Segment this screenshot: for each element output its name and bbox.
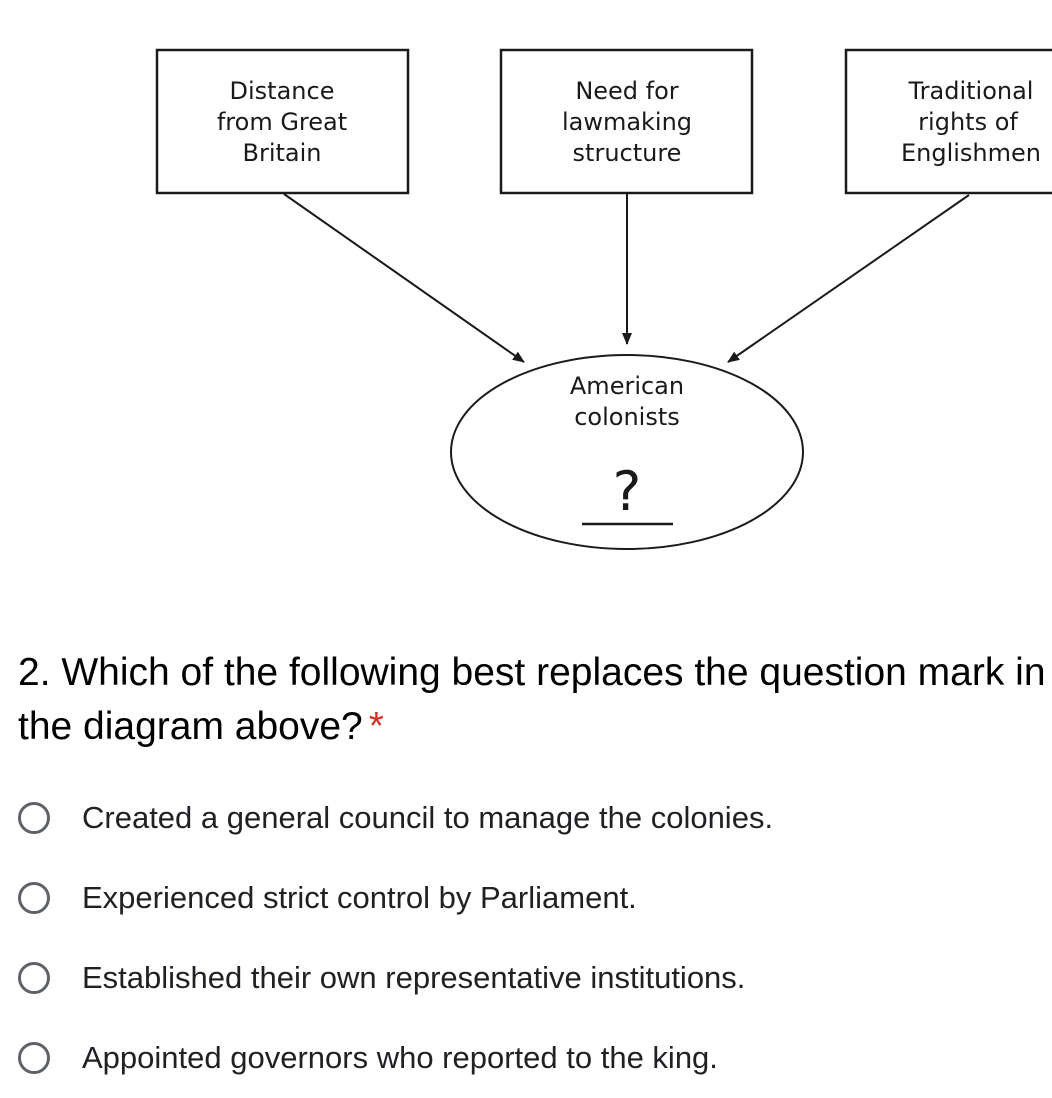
- question-text: 2. Which of the following best replaces …: [18, 651, 1046, 748]
- radio-button[interactable]: [18, 802, 50, 834]
- arrow-right-to-ellipse: [727, 194, 970, 363]
- box-text-line: Britain: [243, 139, 322, 167]
- ellipse-text-line: American: [570, 372, 684, 400]
- arrow-left-to-ellipse: [283, 193, 525, 363]
- cause-box-lawmaking: Need for lawmaking structure: [499, 48, 754, 195]
- box-text-line: Need for: [575, 77, 678, 105]
- required-asterisk: *: [368, 705, 384, 748]
- box-text-line: rights of: [918, 108, 1018, 136]
- question-mark-blank: ?: [613, 460, 642, 523]
- option-label: Appointed governors who reported to the …: [82, 1040, 718, 1075]
- ellipse-text-line: colonists: [574, 403, 680, 431]
- option-2[interactable]: Experienced strict control by Parliament…: [18, 858, 1048, 938]
- option-label: Created a general council to manage the …: [82, 800, 774, 835]
- box-text-line: structure: [573, 139, 682, 167]
- box-text-line: Traditional: [908, 77, 1034, 105]
- option-3[interactable]: Established their own representative ins…: [18, 938, 1048, 1018]
- radio-button[interactable]: [18, 962, 50, 994]
- question-title: 2. Which of the following best replaces …: [18, 646, 1048, 754]
- box-text-line: Distance: [230, 77, 335, 105]
- cause-box-rights: Traditional rights of Englishmen: [844, 48, 1052, 195]
- option-label: Experienced strict control by Parliament…: [82, 880, 637, 915]
- option-1[interactable]: Created a general council to manage the …: [18, 778, 1048, 858]
- answer-options: Created a general council to manage the …: [18, 778, 1048, 1098]
- effect-ellipse: American colonists ?: [450, 354, 804, 550]
- radio-button[interactable]: [18, 882, 50, 914]
- cause-box-distance: Distance from Great Britain: [155, 48, 410, 195]
- box-text-line: Englishmen: [901, 139, 1041, 167]
- box-text-line: from Great: [217, 108, 347, 136]
- option-4[interactable]: Appointed governors who reported to the …: [18, 1018, 1048, 1098]
- box-text-line: lawmaking: [562, 108, 692, 136]
- cause-effect-diagram: Distance from Great Britain Need for law…: [155, 48, 1052, 550]
- radio-button[interactable]: [18, 1042, 50, 1074]
- option-label: Established their own representative ins…: [82, 960, 746, 995]
